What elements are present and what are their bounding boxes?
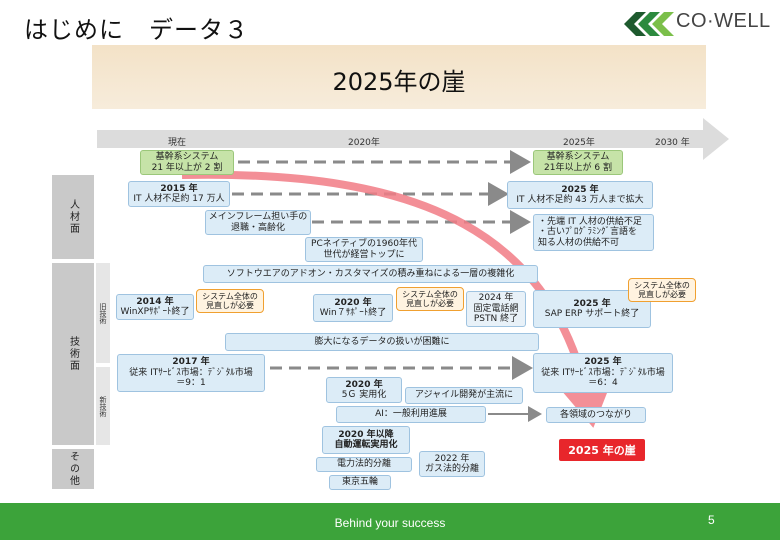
- category-jinzai: 人材面: [52, 175, 94, 259]
- timeline-label-now: 現在: [168, 138, 187, 148]
- box-senshin-line1: ・先端 IT 人材の供給不足: [538, 216, 642, 227]
- box-auto-drive-text: 自動運転実用化: [334, 440, 398, 450]
- box-kikan-now-line1: 基幹系システム: [155, 152, 219, 163]
- box-pc-native-line2: 世代が経営トップに: [323, 249, 405, 260]
- note-review-3-line2: 見直しが必要: [638, 290, 686, 299]
- box-mainframe-line1: メインフレーム担い手の: [208, 212, 308, 223]
- box-senshin-line2: ・古いﾌﾟﾛｸﾞﾗﾐﾝｸﾞ言語を: [538, 227, 638, 238]
- box-market-2017-ratio: ＝9：1: [176, 378, 206, 389]
- box-pc-native: PCネイティブの1960年代 世代が経営トップに: [305, 237, 423, 262]
- note-review-3: システム全体の 見直しが必要: [628, 278, 696, 302]
- box-it-2025: 2025 年 IT 人材不足約 43 万人まで拡大: [507, 181, 653, 209]
- subcategory-new: 新技術: [96, 367, 110, 445]
- box-senshin: ・先端 IT 人材の供給不足 ・古いﾌﾟﾛｸﾞﾗﾐﾝｸﾞ言語を 知る人材の供給不…: [533, 214, 654, 251]
- box-gas: 2022 年 ガス法的分離: [419, 451, 485, 477]
- box-auto-drive: 2020 年以降 自動運転実用化: [322, 426, 410, 454]
- box-market-2025-ratio: ＝6：4: [588, 378, 618, 389]
- box-pstn-line1: 2024 年: [478, 293, 514, 304]
- subcategory-old: 旧技術: [96, 263, 110, 363]
- timeline-label-2025: 2025年: [563, 138, 595, 148]
- note-review-1: システム全体の 見直しが必要: [196, 289, 264, 313]
- box-senshin-line3: 知る人材の供給不可: [538, 237, 620, 248]
- box-pstn: 2024 年 固定電話網 PSTN 終了: [466, 291, 526, 327]
- box-5g-text: 5Ｇ 実用化: [341, 390, 387, 400]
- box-sap-year: 2025 年: [573, 298, 611, 309]
- logo-text: CO·WELL: [676, 10, 771, 32]
- note-review-2: システム全体の 見直しが必要: [396, 287, 464, 311]
- box-olympics: 東京五輪: [329, 475, 391, 490]
- note-review-1-line2: 見直しが必要: [206, 301, 254, 310]
- timeline-label-2020: 2020年: [348, 138, 380, 148]
- box-agile: アジャイル開発が主流に: [405, 387, 523, 404]
- box-mainframe-line2: 退職・高齢化: [230, 222, 285, 233]
- note-review-1-line1: システム全体の: [202, 291, 258, 301]
- box-data-volume: 膨大になるデータの扱いが困難に: [225, 333, 539, 351]
- banner-title: 2025年の崖: [332, 68, 466, 96]
- box-auto-drive-year: 2020 年以降: [338, 429, 394, 440]
- box-winxp-year: 2014 年: [136, 296, 174, 307]
- box-kikan-now: 基幹系システム 21 年以上が 2 割: [140, 150, 234, 175]
- box-it-2015-text: IT 人材不足約 17 万人: [133, 194, 225, 204]
- category-other: その他: [52, 449, 94, 489]
- box-it-2015-year: 2015 年: [160, 183, 198, 194]
- box-it-2025-year: 2025 年: [561, 184, 599, 195]
- slide-title: はじめに データ３: [24, 16, 249, 44]
- box-kikan-2025-line1: 基幹系システム: [546, 152, 610, 163]
- box-market-2017-text: 従来 ITｻｰﾋﾞｽ市場：ﾃﾞｼﾞﾀﾙ市場: [129, 367, 253, 378]
- box-win7-text: Win７ｻﾎﾟｰﾄ終了: [319, 308, 387, 318]
- box-market-2017-year: 2017 年: [172, 357, 210, 368]
- box-pstn-line3: PSTN 終了: [473, 314, 519, 325]
- box-it-2015: 2015 年 IT 人材不足約 17 万人: [128, 181, 230, 207]
- box-5g-year: 2020 年: [345, 379, 383, 390]
- timeline-arrow: [97, 118, 729, 160]
- timeline-label-2030: 2030 年: [655, 138, 690, 148]
- footer-text: Behind your success: [334, 516, 446, 530]
- box-sap-text: SAP ERP サポート終了: [544, 309, 640, 319]
- footer-bar: [0, 503, 780, 540]
- box-pc-native-line1: PCネイティブの1960年代: [311, 239, 417, 250]
- box-win7-year: 2020 年: [334, 297, 372, 308]
- box-it-2025-text: IT 人材不足約 43 万人まで拡大: [516, 195, 644, 205]
- box-software: ソフトウエアのアドオン・カスタマイズの積み重ねによる一層の複雑化: [203, 265, 538, 283]
- box-winxp: 2014 年 WinXPｻﾎﾟｰﾄ終了: [116, 294, 194, 320]
- box-win7: 2020 年 Win７ｻﾎﾟｰﾄ終了: [313, 294, 393, 322]
- box-mainframe: メインフレーム担い手の 退職・高齢化: [205, 210, 311, 235]
- box-market-2025: 2025 年 従来 ITｻｰﾋﾞｽ市場：ﾃﾞｼﾞﾀﾙ市場 ＝6：4: [533, 353, 673, 393]
- title-banner: [92, 45, 706, 109]
- page-number: 5: [708, 513, 715, 527]
- box-gas-year: 2022 年: [434, 453, 470, 464]
- cowell-logo: [624, 12, 674, 36]
- box-winxp-text: WinXPｻﾎﾟｰﾄ終了: [120, 307, 190, 317]
- box-connect: 各領域のつながり: [546, 407, 646, 423]
- box-5g: 2020 年 5Ｇ 実用化: [326, 377, 402, 403]
- cliff-label: 2025 年の崖: [559, 439, 645, 461]
- note-review-3-line1: システム全体の: [634, 280, 690, 290]
- category-gijutsu: 技術面: [52, 263, 94, 445]
- box-market-2017: 2017 年 従来 ITｻｰﾋﾞｽ市場：ﾃﾞｼﾞﾀﾙ市場 ＝9：1: [117, 354, 265, 392]
- box-gas-text: ガス法的分離: [424, 464, 479, 474]
- note-review-2-line2: 見直しが必要: [406, 299, 454, 308]
- note-review-2-line1: システム全体の: [402, 289, 458, 299]
- box-kikan-2025: 基幹系システム 21年以上が 6 割: [533, 150, 623, 175]
- box-ai: AI：一般利用進展: [336, 406, 486, 423]
- box-kikan-now-line2: 21 年以上が 2 割: [151, 162, 223, 173]
- box-pstn-line2: 固定電話網: [473, 303, 519, 314]
- box-market-2025-text: 従来 ITｻｰﾋﾞｽ市場：ﾃﾞｼﾞﾀﾙ市場: [541, 367, 665, 378]
- box-market-2025-year: 2025 年: [584, 357, 622, 368]
- box-electric: 電力法的分離: [316, 457, 412, 472]
- box-kikan-2025-line2: 21年以上が 6 割: [544, 162, 612, 173]
